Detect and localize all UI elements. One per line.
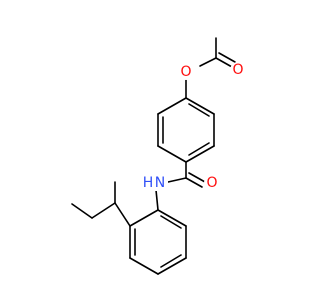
ring-a-bond-3 bbox=[185, 145, 215, 163]
atom-label-h-amide: H bbox=[143, 175, 154, 191]
bond-carbonyl-ester-o-1 bbox=[215, 57, 233, 68]
ring-b-bond-1 bbox=[157, 209, 187, 227]
atom-label-o-amide: O bbox=[206, 175, 217, 191]
bond-layer bbox=[71, 37, 236, 275]
ring-a-inner-bond-1 bbox=[188, 103, 210, 117]
bond-carbonyl-ester-oxygen bbox=[199, 57, 217, 67]
bond-ring-sec-butyl bbox=[114, 202, 131, 227]
ring-a-bond-1 bbox=[185, 97, 215, 115]
atom-label-o-ester: O bbox=[180, 64, 191, 80]
bond-ethyl-terminal bbox=[71, 203, 93, 219]
bond-nitrogen-ring bbox=[155, 189, 159, 211]
atom-label-o-carbonyl-ester: O bbox=[232, 62, 243, 78]
atom-o-carbonyl-ester: O bbox=[230, 62, 246, 78]
bond-carbonyl-ester-o-2 bbox=[218, 52, 236, 63]
atom-label-n-amide: N bbox=[155, 175, 165, 191]
ring-b-bond-4 bbox=[129, 257, 159, 275]
bond-amide-carbon-nitrogen bbox=[167, 177, 187, 183]
atom-o-amide: O bbox=[204, 175, 220, 191]
ring-b-bond-3 bbox=[157, 257, 187, 275]
bond-amide-carbonyl-1 bbox=[185, 177, 203, 188]
molecule-structure: O O O H N bbox=[71, 37, 246, 275]
atom-nh-amide: H N bbox=[142, 175, 168, 191]
bond-sec-butyl-ethyl bbox=[91, 202, 116, 219]
ring-b-inner-bond-1 bbox=[160, 215, 182, 229]
atom-label-layer: O O O H N bbox=[142, 62, 246, 191]
ring-b-inner-bond-2 bbox=[160, 254, 182, 268]
ring-a-bond-6 bbox=[157, 97, 187, 115]
bond-amide-carbonyl-2 bbox=[188, 172, 206, 183]
atom-o-ester: O bbox=[178, 64, 194, 80]
ring-b-bond-6 bbox=[129, 209, 159, 227]
ring-a-inner-bond-2 bbox=[188, 142, 210, 156]
structure-canvas: O O O H N bbox=[71, 37, 246, 275]
ring-a-bond-4 bbox=[157, 145, 187, 163]
